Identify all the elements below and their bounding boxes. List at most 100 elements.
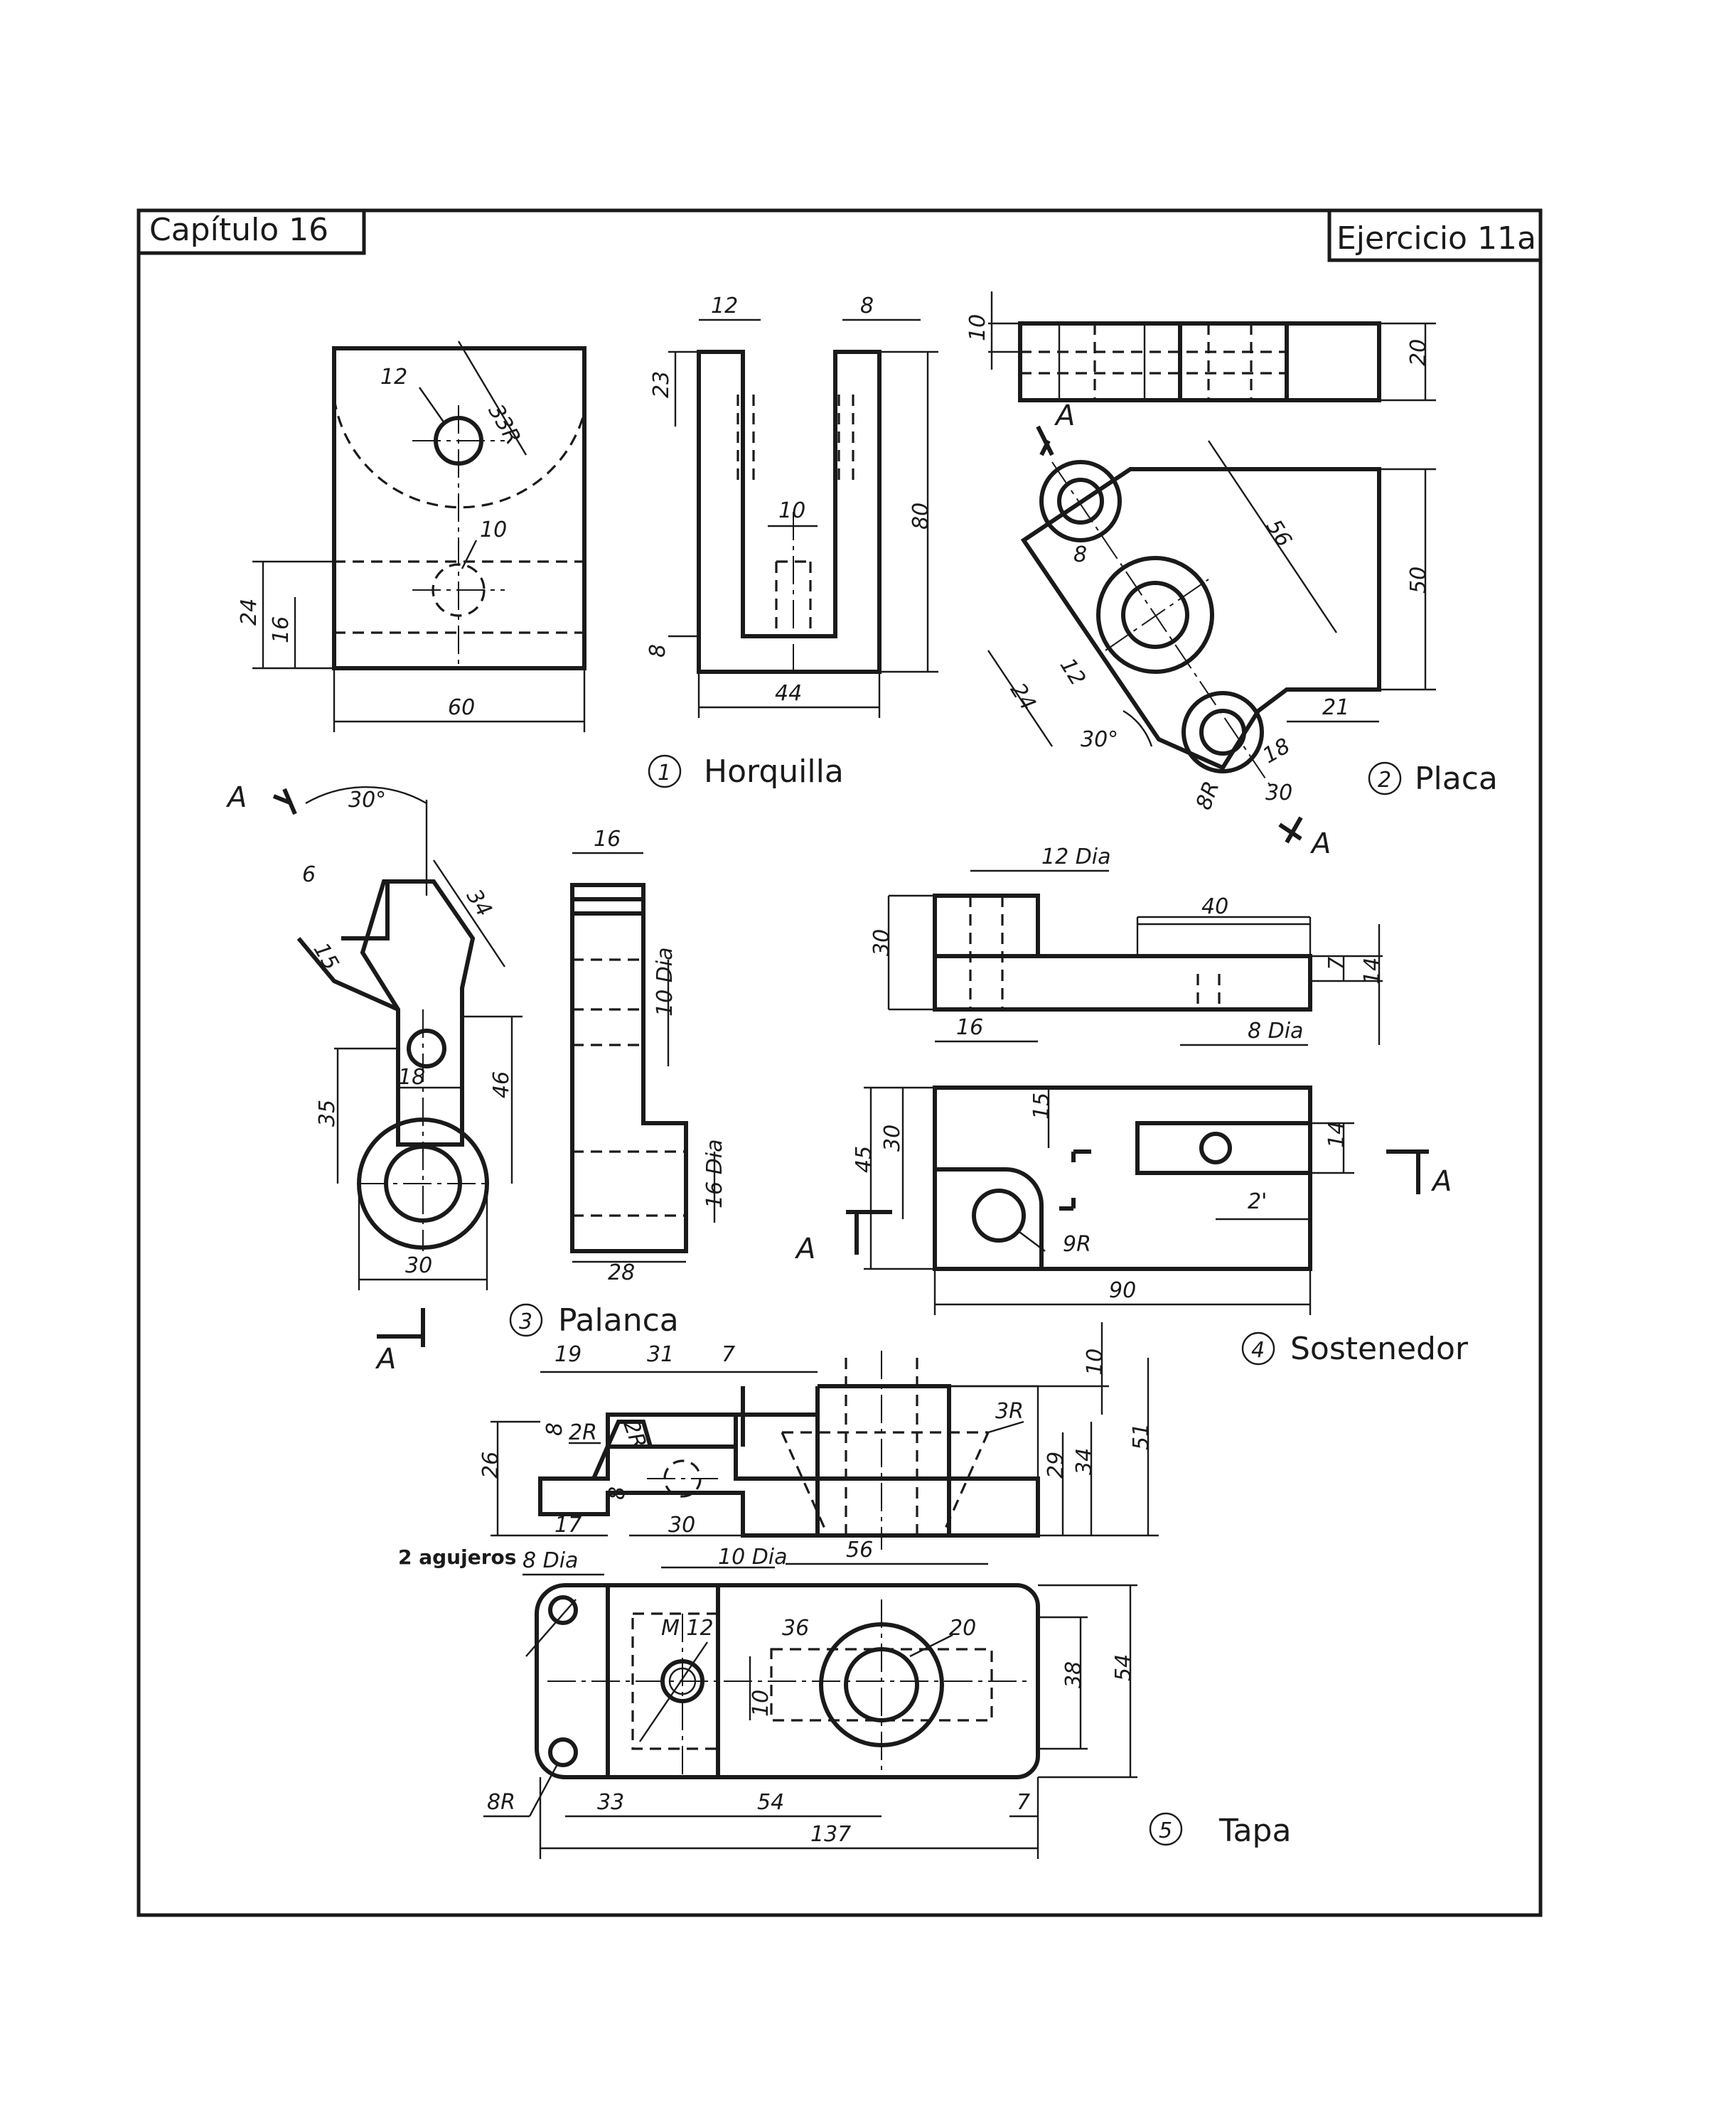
dim-10: 10: [480, 518, 507, 542]
dim-tapa-8: 8: [542, 1422, 567, 1436]
dim-tapa-10dia: 10 Dia: [718, 1545, 788, 1570]
dim-placa-8: 8: [1073, 542, 1087, 567]
dim-side-44: 44: [775, 681, 802, 706]
dim-sost-8dia: 8 Dia: [1248, 1019, 1303, 1044]
sheet-frame: [136, 208, 1543, 1917]
section-a-sost-right: A: [1430, 1165, 1452, 1198]
placa-ear-bottom: [1182, 691, 1264, 773]
placa-top-outline: [1018, 321, 1381, 402]
dim-sost-14: 14: [1360, 958, 1385, 985]
dim-palanca-46: 46: [489, 1071, 514, 1098]
dim-sost-15: 15: [1029, 1093, 1054, 1120]
tapa-boss-outer: [819, 1622, 944, 1747]
tapa-hole-bottom: [548, 1737, 578, 1767]
dim-placa-21: 21: [1322, 695, 1349, 720]
dim-palanca-side-10dia: 10 Dia: [653, 947, 677, 1017]
sostenedor-front-outline: [933, 1086, 1312, 1271]
section-a-placa-top: A: [1054, 400, 1075, 432]
section-a-sost-left: A: [794, 1233, 815, 1265]
dim-16: 16: [269, 616, 294, 643]
part-number-circle-4: [1241, 1331, 1275, 1366]
dim-tapa-54b: 54: [757, 1790, 784, 1815]
dim-24: 24: [237, 599, 262, 626]
part-number-2: 2: [1378, 768, 1391, 793]
dim-tapa-34: 34: [1072, 1448, 1097, 1475]
part-number-circle-2: [1368, 761, 1402, 795]
dim-tapa-31: 31: [647, 1342, 674, 1367]
dim-placa-20: 20: [1406, 339, 1431, 366]
dim-side-23: 23: [649, 371, 674, 398]
placa-hub-outer: [1096, 556, 1214, 674]
placa-front-outline: [1020, 467, 1381, 771]
dim-tapa-19: 19: [554, 1342, 582, 1367]
placa-hub-inner: [1121, 581, 1189, 649]
dim-palanca-34: 34: [461, 885, 497, 921]
dim-tapa-33: 33: [597, 1790, 624, 1815]
dim-tapa-8r: 8R: [487, 1790, 515, 1815]
dim-tapa-8dia: 8 Dia: [523, 1548, 578, 1573]
part-number-circle-3: [509, 1303, 543, 1337]
chapter-box: Capítulo 16: [139, 210, 366, 255]
part-name-palanca: Palanca: [558, 1302, 679, 1339]
dim-tapa-51: 51: [1129, 1423, 1154, 1450]
dim-sost-12dia: 12 Dia: [1041, 845, 1111, 869]
dim-placa-18: 18: [1258, 734, 1295, 768]
dim-tapa-30: 30: [668, 1513, 695, 1538]
exercise-title: Ejercicio 11a: [1336, 220, 1536, 257]
horquilla-side-outline: [697, 350, 882, 674]
dim-tapa-137: 137: [810, 1822, 851, 1847]
dim-sost-90: 90: [1109, 1278, 1136, 1303]
section-a-palanca-bottom: A: [375, 1343, 396, 1376]
dim-tapa-29: 29: [1044, 1452, 1068, 1479]
exercise-box: Ejercicio 11a: [1327, 210, 1541, 262]
dim-placa-30deg: 30°: [1081, 727, 1118, 752]
dim-sost-30: 30: [869, 929, 894, 956]
horquilla-front-outline: [332, 346, 586, 670]
placa-hole-8: [1057, 478, 1104, 525]
dim-12: 12: [380, 365, 407, 390]
dim-palanca-30: 30: [405, 1253, 432, 1278]
dim-sost-14b: 14: [1324, 1121, 1349, 1148]
dim-tapa-20: 20: [949, 1616, 976, 1641]
sostenedor-top-outline: [933, 894, 1312, 1012]
part-number-3: 3: [519, 1309, 532, 1334]
dim-tapa-54: 54: [1111, 1654, 1136, 1681]
dim-palanca-side-16dia: 16 Dia: [702, 1139, 727, 1208]
palanca-small-hole: [407, 1029, 446, 1068]
part-number-1: 1: [658, 761, 671, 786]
dim-sost-2: 2': [1248, 1189, 1267, 1214]
part-sostenedor: 12 Dia 40 30 7 14 16 8 Dia 45 30 15: [794, 845, 1469, 1367]
placa-hole-bottom: [1199, 709, 1246, 756]
palanca-side-outline: [570, 883, 688, 1253]
dim-placa-50: 50: [1406, 567, 1431, 594]
dim-placa-56: 56: [1261, 515, 1297, 552]
dim-side-8b: 8: [645, 644, 670, 658]
dim-palanca-15: 15: [309, 938, 343, 975]
dim-tapa-10b: 10: [749, 1690, 773, 1717]
palanca-arm-outline: [360, 879, 476, 1147]
dim-sost-30b: 30: [880, 1125, 905, 1152]
dim-placa-8r: 8R: [1191, 778, 1225, 813]
part-number-4: 4: [1251, 1338, 1265, 1363]
dim-sost-7: 7: [1324, 957, 1349, 970]
section-a-placa-bottom: A: [1309, 827, 1331, 860]
dim-tapa-7b: 7: [1017, 1790, 1030, 1815]
dim-side-80: 80: [909, 503, 933, 530]
dim-placa-30: 30: [1265, 781, 1292, 805]
dim-sost-9r: 9R: [1063, 1232, 1091, 1257]
dim-sost-40: 40: [1201, 894, 1228, 919]
dim-palanca-side-28: 28: [608, 1260, 635, 1285]
dim-tapa-38: 38: [1061, 1661, 1086, 1688]
label-2-agujeros: 2 agujeros: [398, 1545, 516, 1569]
dim-palanca-6: 6: [302, 862, 316, 887]
dim-tapa-2r-a: 2R: [569, 1420, 597, 1445]
part-palanca: A 30° 6 34 15 18 46 35 30 A: [225, 781, 727, 1376]
part-horquilla: 12 33R 10 24 16 60 12 8 23 10: [237, 294, 938, 790]
part-number-5: 5: [1159, 1818, 1172, 1843]
dim-tapa-17: 17: [554, 1513, 582, 1538]
dim-33r: 33R: [483, 400, 525, 449]
part-name-tapa: Tapa: [1218, 1813, 1291, 1849]
dim-sost-16: 16: [956, 1015, 983, 1040]
dim-palanca-side-16: 16: [594, 827, 621, 852]
